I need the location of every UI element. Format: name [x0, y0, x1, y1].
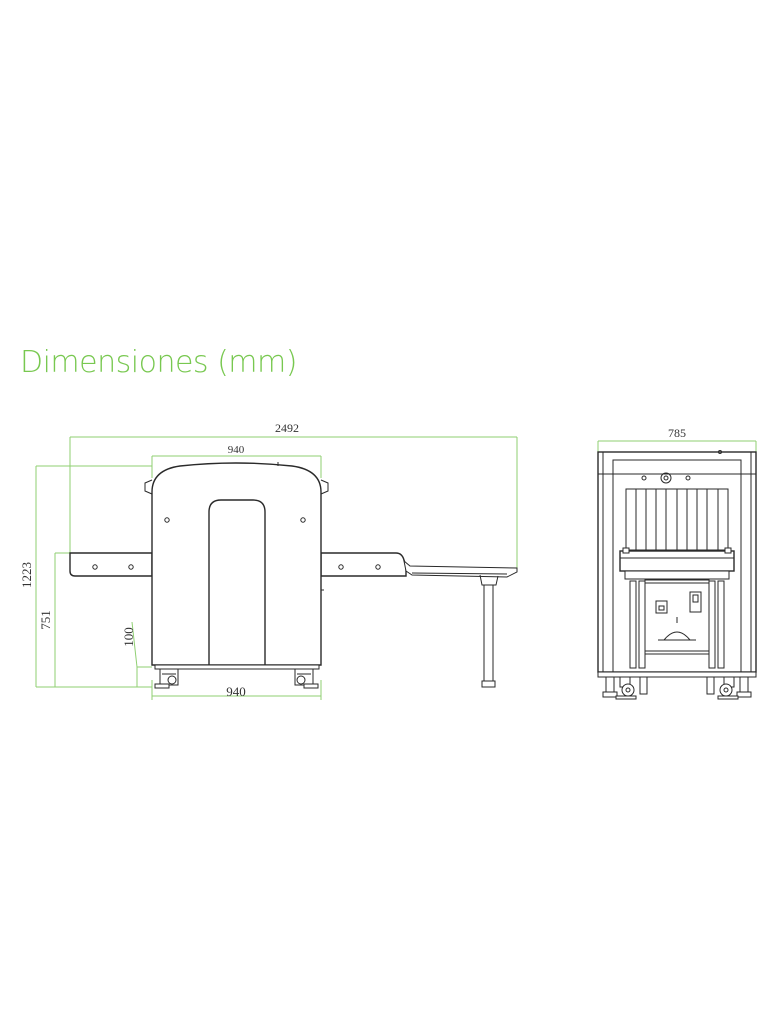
left-caster — [154, 668, 179, 689]
page-title: Dimensiones (mm) — [20, 345, 297, 380]
overall-height-label: 1223 — [19, 562, 34, 588]
side-view: 2492 940 1223 751 100 — [19, 421, 518, 700]
body-width-top-label: 940 — [228, 444, 245, 456]
tunnel-curtain — [625, 488, 729, 551]
clearance-label: 100 — [121, 627, 136, 647]
overall-length-label: 2492 — [275, 421, 299, 435]
overall-width-label: 785 — [668, 426, 686, 440]
left-conveyor — [69, 552, 153, 577]
extension-table — [403, 559, 518, 688]
body-width-bottom-label: 940 — [226, 684, 246, 699]
lower-cabinet — [644, 579, 710, 655]
front-view: 785 — [597, 426, 757, 700]
front-conveyor — [619, 547, 735, 580]
dimension-body-width-bottom: 940 — [151, 680, 322, 700]
dimension-conveyor-height: 751 — [38, 552, 70, 687]
front-casters — [602, 676, 752, 700]
dimension-body-width-top: 940 — [151, 444, 322, 478]
conveyor-height-label: 751 — [38, 610, 53, 630]
front-legs — [597, 580, 757, 678]
right-conveyor — [320, 552, 407, 577]
dimension-clearance: 100 — [121, 621, 152, 687]
right-caster — [294, 668, 319, 689]
dimension-overall-length: 2492 — [69, 421, 518, 568]
dimension-overall-height: 1223 — [19, 465, 152, 688]
main-body — [144, 462, 329, 670]
